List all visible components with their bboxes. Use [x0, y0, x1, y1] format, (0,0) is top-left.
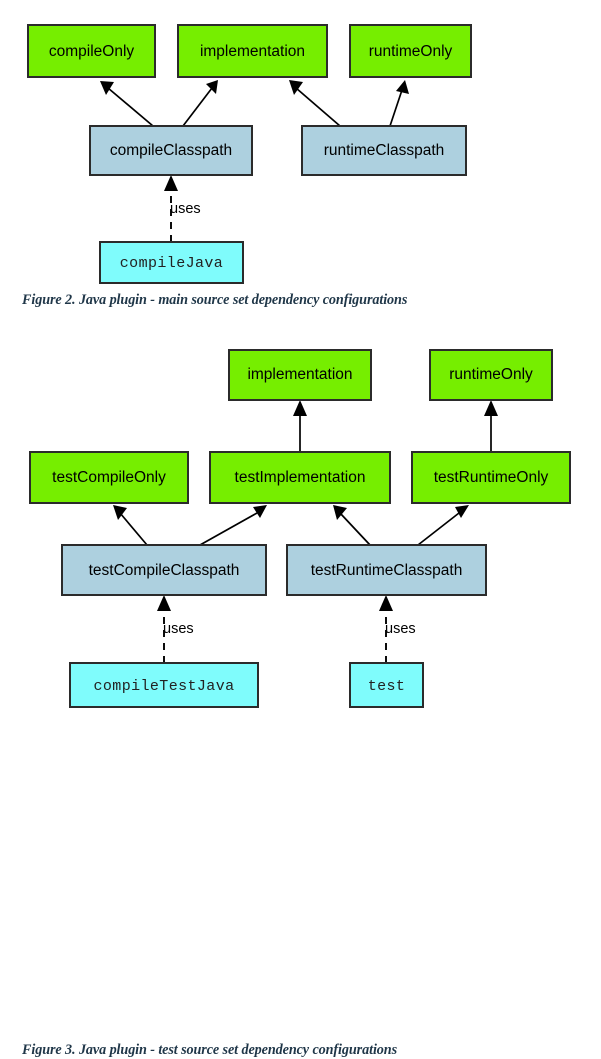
node-test-compile-only[interactable]: testCompileOnly — [29, 451, 189, 504]
node-implementation-label: implementation — [200, 43, 305, 60]
node-test-implementation-label: testImplementation — [235, 469, 366, 486]
node-test-label: test — [368, 678, 406, 695]
node-implementation[interactable]: implementation — [177, 24, 328, 78]
figure-2-container: compileOnly implementation runtimeOnly c… — [0, 0, 601, 308]
edge-testruntimeclasspath-to-testimplementation — [333, 505, 371, 546]
figure-3-diagram: implementation runtimeOnly testCompileOn… — [29, 349, 571, 708]
node-runtime-only-test-label: runtimeOnly — [449, 366, 533, 383]
node-test-runtime-classpath-label: testRuntimeClasspath — [311, 562, 463, 579]
node-compile-only[interactable]: compileOnly — [27, 24, 156, 78]
edge-runtimeclasspath-to-runtimeonly — [389, 80, 409, 127]
node-compile-java-label: compileJava — [120, 255, 223, 272]
node-compile-test-java-task[interactable]: compileTestJava — [69, 662, 259, 708]
node-test-runtime-classpath[interactable]: testRuntimeClasspath — [286, 544, 487, 596]
node-test-runtime-only[interactable]: testRuntimeOnly — [411, 451, 571, 504]
edge-testcompileclasspath-to-testimplementation — [199, 505, 267, 546]
node-test-compile-classpath[interactable]: testCompileClasspath — [61, 544, 267, 596]
edge-compiletestjava-to-testcompileclasspath — [157, 595, 171, 663]
node-runtime-only[interactable]: runtimeOnly — [349, 24, 472, 78]
node-test-runtime-only-label: testRuntimeOnly — [434, 469, 549, 486]
edge-test-to-testruntimeclasspath — [379, 595, 393, 663]
figure-3-caption: Figure 3. Java plugin - test source set … — [22, 1042, 397, 1058]
edge-compileclasspath-to-compileonly — [100, 81, 154, 127]
edge-compilejava-to-compileclasspath — [164, 175, 178, 242]
node-compile-only-label: compileOnly — [49, 43, 135, 60]
node-implementation-test-label: implementation — [247, 366, 352, 383]
node-compile-test-java-label: compileTestJava — [93, 678, 234, 695]
node-compile-classpath-label: compileClasspath — [110, 142, 232, 159]
node-compile-classpath[interactable]: compileClasspath — [89, 125, 253, 176]
node-compile-java-task[interactable]: compileJava — [99, 241, 244, 284]
edge-runtimeclasspath-to-implementation — [289, 80, 341, 127]
edge-label-uses-compile-java: uses — [170, 201, 201, 217]
edge-testcompileclasspath-to-testcompileonly — [113, 505, 148, 546]
edge-testruntimeonly-to-runtimeonly — [484, 400, 498, 452]
node-test-compile-classpath-label: testCompileClasspath — [89, 562, 240, 579]
node-runtime-only-label: runtimeOnly — [369, 43, 453, 60]
node-runtime-classpath-label: runtimeClasspath — [324, 142, 445, 159]
node-implementation-test[interactable]: implementation — [228, 349, 372, 401]
node-runtime-only-test[interactable]: runtimeOnly — [429, 349, 553, 401]
node-test-task[interactable]: test — [349, 662, 424, 708]
node-runtime-classpath[interactable]: runtimeClasspath — [301, 125, 467, 176]
edge-compileclasspath-to-implementation — [182, 80, 218, 127]
edge-testruntimeclasspath-to-testruntimeonly — [417, 505, 469, 546]
edge-label-uses-test: uses — [385, 621, 416, 637]
edge-label-uses-compile-test-java: uses — [163, 621, 194, 637]
node-test-compile-only-label: testCompileOnly — [52, 469, 166, 486]
edge-testimplementation-to-implementation — [293, 400, 307, 452]
figure-3-container: implementation runtimeOnly testCompileOn… — [0, 330, 601, 1058]
node-test-implementation[interactable]: testImplementation — [209, 451, 391, 504]
figure-2-caption: Figure 2. Java plugin - main source set … — [22, 292, 408, 308]
figure-2-diagram: compileOnly implementation runtimeOnly c… — [27, 24, 472, 284]
